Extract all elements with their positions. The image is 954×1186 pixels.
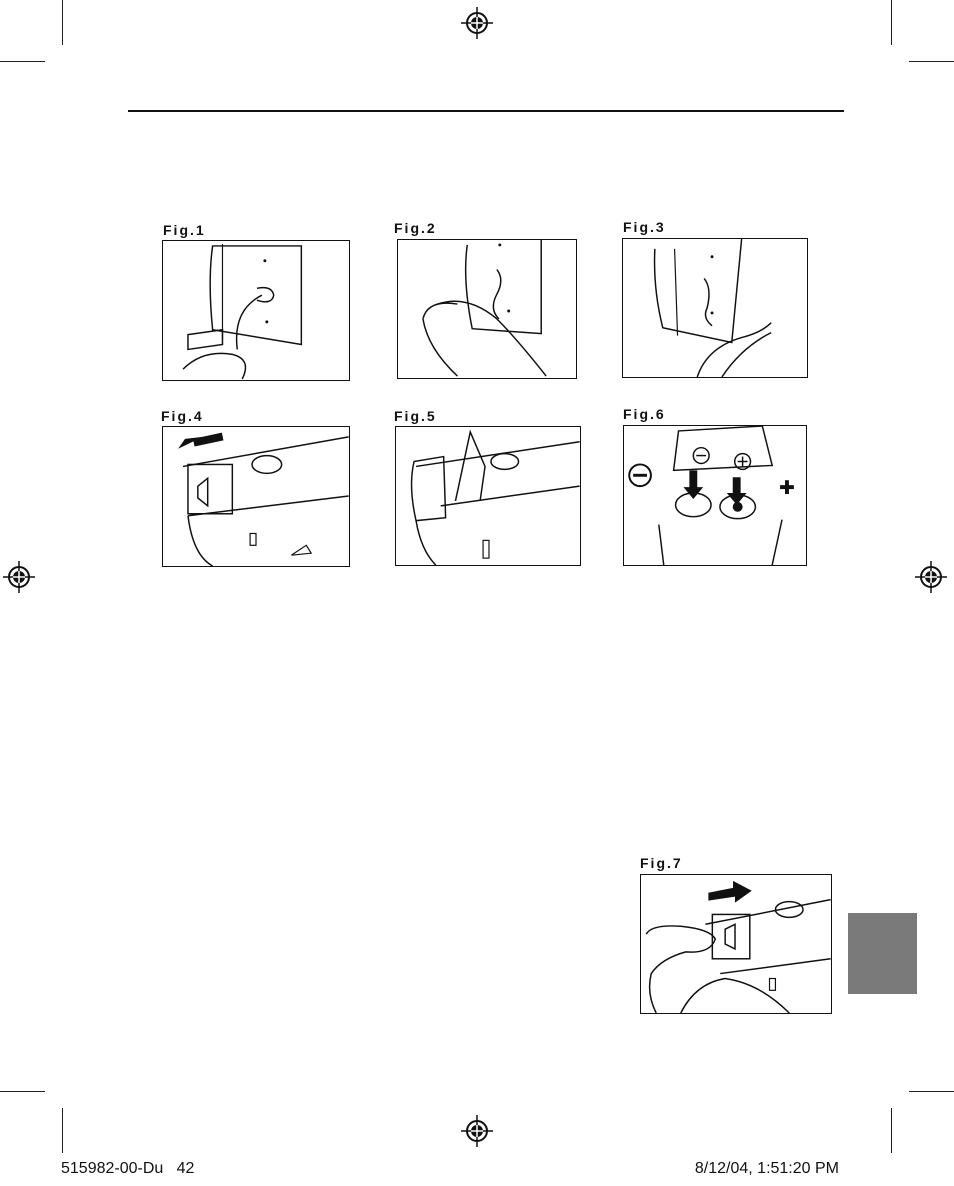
figure-label: Fig.3 <box>623 219 666 235</box>
footer-file-info: 515982-00-Du 42 <box>61 1160 195 1177</box>
battery-door-open-illustration <box>395 426 581 566</box>
header-rule <box>128 110 844 112</box>
footer-timestamp: 8/12/04, 1:51:20 PM <box>694 1160 839 1177</box>
crop-mark <box>909 1091 954 1092</box>
crop-mark <box>62 0 63 45</box>
figure-label: Fig.7 <box>640 855 683 871</box>
figure-label: Fig.2 <box>394 220 437 236</box>
strap-loop-illustration <box>162 240 350 381</box>
figure-label: Fig.1 <box>163 222 206 238</box>
figure-label: Fig.4 <box>161 408 204 424</box>
battery-door-slide-illustration <box>162 426 350 567</box>
crop-mark <box>909 61 954 62</box>
crop-mark <box>62 1108 63 1153</box>
registration-mark-icon <box>460 6 494 40</box>
registration-mark-icon <box>2 560 36 594</box>
registration-mark-icon <box>460 1114 494 1148</box>
battery-door-close-illustration <box>640 874 832 1014</box>
battery-insert-illustration <box>623 425 807 566</box>
figure-label: Fig.5 <box>394 408 437 424</box>
crop-mark <box>0 1091 45 1092</box>
section-tab <box>848 913 917 994</box>
crop-mark <box>891 1108 892 1153</box>
strap-through-illustration <box>397 239 577 379</box>
crop-mark <box>891 0 892 45</box>
figure-label: Fig.6 <box>623 406 666 422</box>
crop-mark <box>0 61 45 62</box>
registration-mark-icon <box>914 560 948 594</box>
strap-attached-illustration <box>622 238 808 378</box>
